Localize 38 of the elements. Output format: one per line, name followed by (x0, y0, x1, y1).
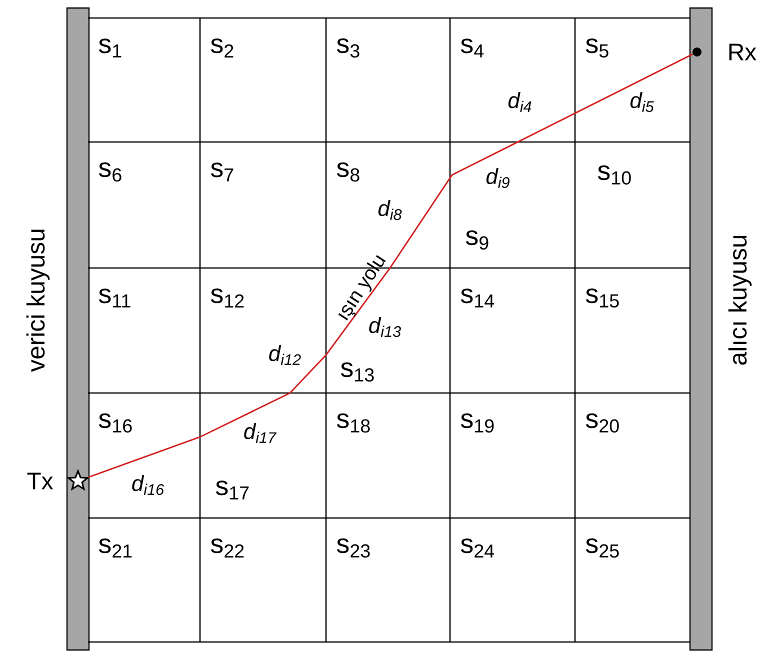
cell-label: s$_{6}$ (98, 162, 122, 182)
cell-label: s$_{3}$ (336, 38, 360, 58)
segment-label: d$_{i16}$ (132, 474, 164, 496)
well-label: alıcı kuyusu (728, 236, 752, 365)
cell-label: s$_{20}$ (586, 413, 619, 433)
point-label: Tx (27, 472, 54, 490)
cell-label: s$_{12}$ (210, 288, 244, 308)
cell-label: s$_{18}$ (336, 413, 370, 433)
segment-label: d$_{i9}$ (486, 168, 510, 188)
cell-label: s$_{7}$ (210, 162, 234, 182)
cell-label: s$_{14}$ (460, 288, 494, 308)
cell-label: s$_{25}$ (586, 538, 619, 558)
segment-label: d$_{i5}$ (630, 92, 654, 112)
cell-label: s$_{23}$ (336, 538, 370, 558)
cell-label: s$_{8}$ (336, 162, 360, 182)
cell-label: s$_{21}$ (98, 538, 132, 558)
segment-label: d$_{i17}$ (244, 423, 277, 443)
segment-label: d$_{i12}$ (269, 345, 301, 365)
cell-label: s$_{11}$ (98, 288, 130, 308)
well-label: verici kuyusu (26, 230, 50, 372)
cell-label: s$_{15}$ (586, 288, 619, 308)
segment-label: d$_{i13}$ (369, 316, 401, 338)
cell-label: s$_{17}$ (216, 480, 249, 500)
segment-label: d$_{i8}$ (378, 200, 402, 220)
cell-label: s$_{19}$ (460, 413, 494, 433)
cell-label: s$_{5}$ (586, 38, 608, 58)
cell-label: s$_{1}$ (98, 38, 122, 58)
cell-label: s$_{2}$ (210, 38, 234, 58)
cell-label: s$_{24}$ (460, 538, 494, 558)
cell-label: s$_{10}$ (598, 165, 631, 185)
cell-label: s$_{4}$ (460, 38, 484, 58)
cell-label: s$_{9}$ (466, 230, 488, 250)
cell-label: s$_{22}$ (210, 538, 244, 558)
dot-marker (692, 48, 702, 56)
point-label: Rx (729, 44, 756, 60)
segment-label: d$_{i4}$ (508, 92, 532, 112)
cell-label: s$_{16}$ (98, 413, 132, 433)
cell-label: s$_{13}$ (340, 362, 374, 382)
